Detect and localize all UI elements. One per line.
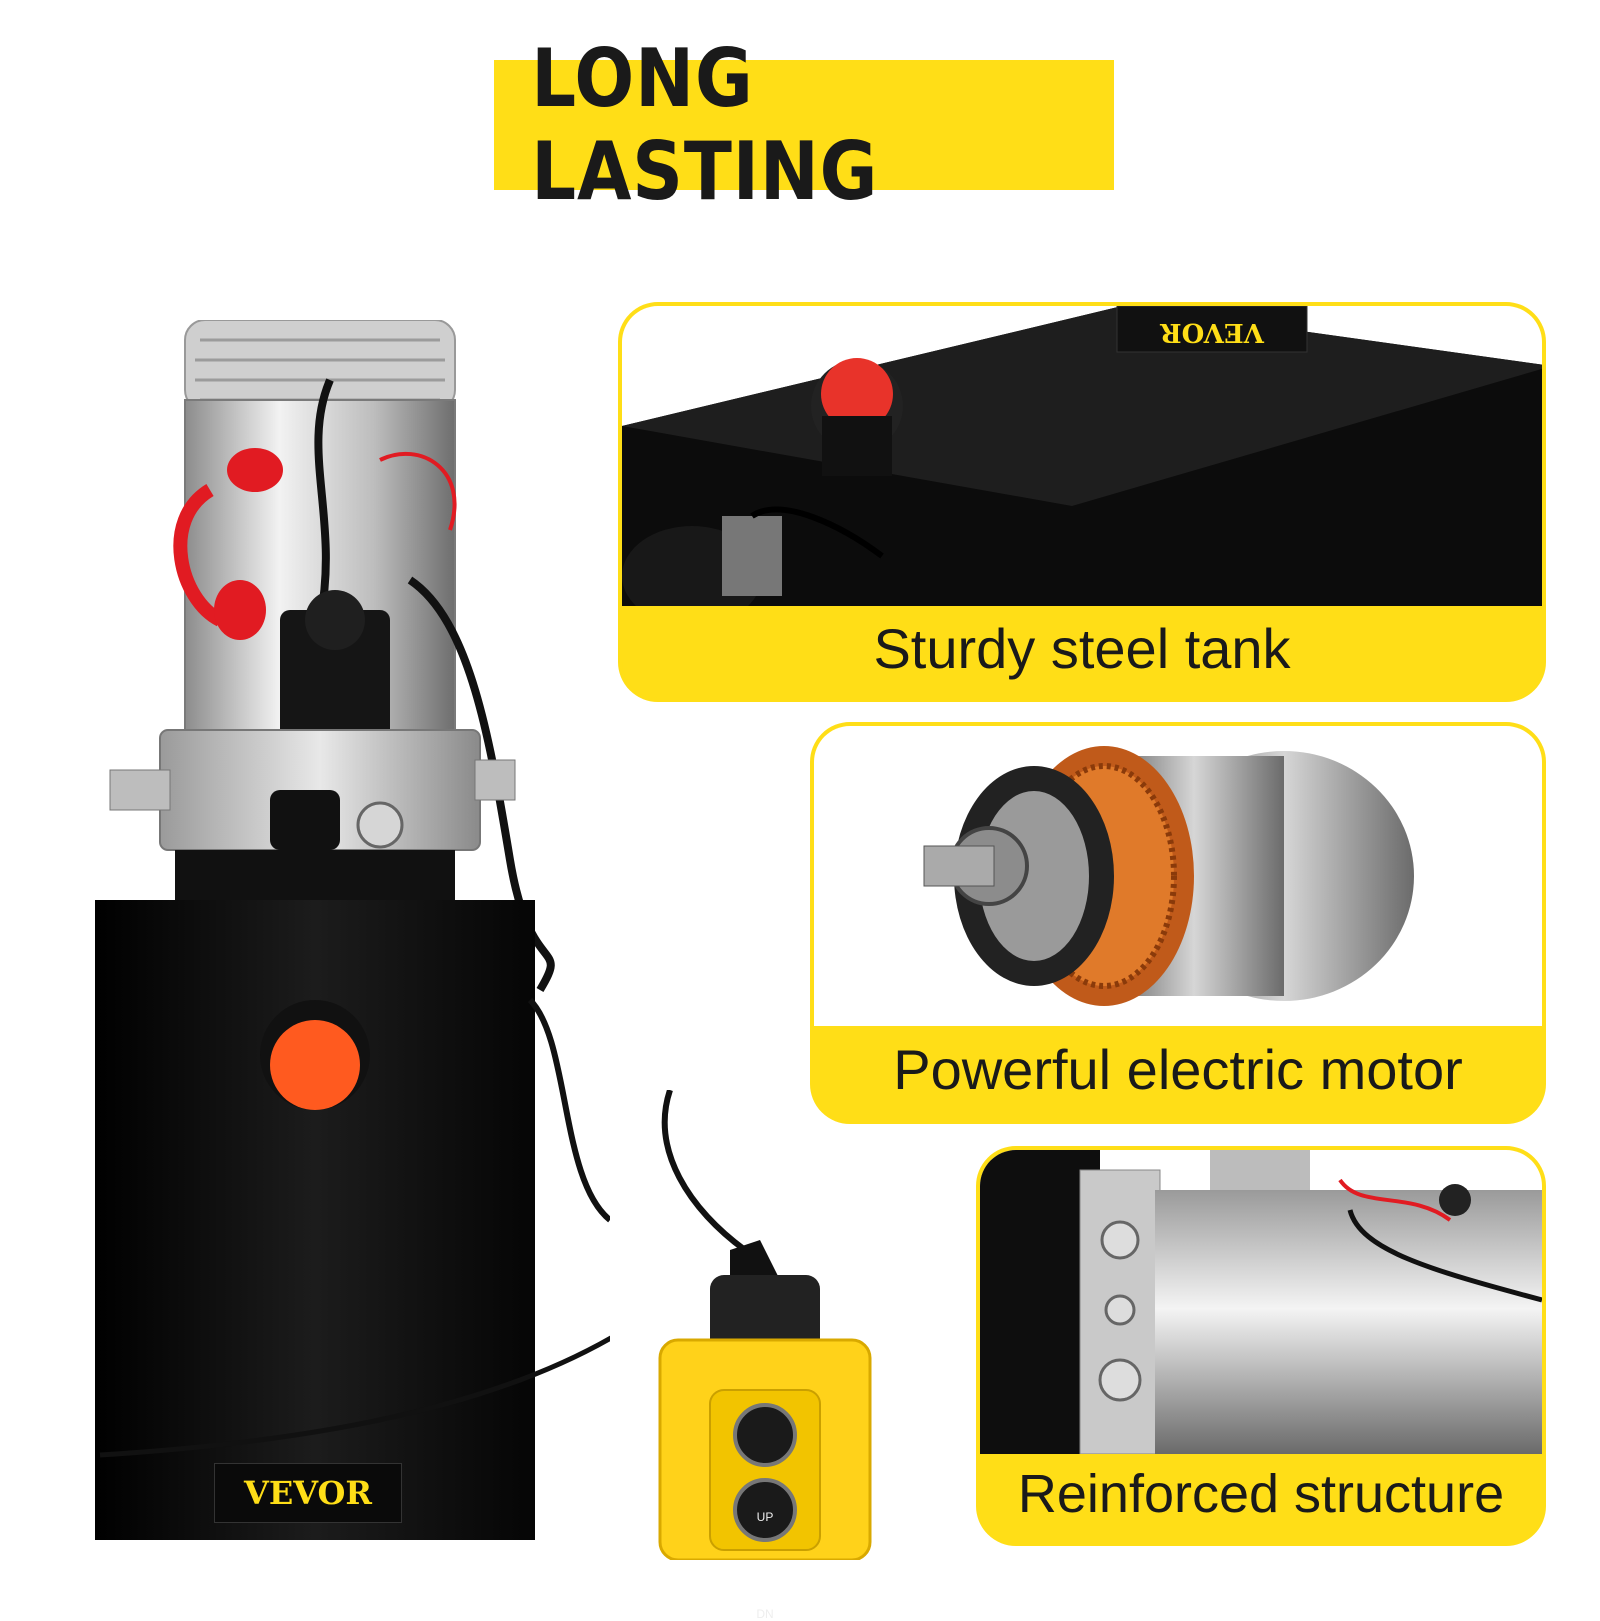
down-button	[733, 1478, 797, 1542]
feature-card-structure: Reinforced structure	[976, 1146, 1546, 1546]
pump-illustration	[95, 320, 610, 1540]
solenoid	[280, 610, 390, 740]
terminal-cap-red	[214, 580, 266, 640]
tank-closeup-photo: VEVOR	[622, 306, 1542, 606]
tank-brand-label: VEVOR	[214, 1463, 402, 1523]
feature-card-tank: VEVOR Sturdy steel tank	[618, 302, 1546, 702]
terminal-cap-red	[227, 448, 283, 492]
hydraulic-pump-unit: VEVOR	[90, 320, 610, 1560]
title-banner: LONG LASTING	[494, 32, 1114, 218]
oil-tank	[95, 900, 535, 1540]
motor-end-cap	[184, 320, 456, 411]
tank-brand-text: VEVOR	[244, 1474, 372, 1512]
structure-closeup-photo	[980, 1150, 1542, 1454]
remote-illustration	[658, 1090, 872, 1560]
up-button	[733, 1403, 797, 1467]
feature-card-motor: Powerful electric motor	[810, 722, 1546, 1124]
motor-armature-photo	[814, 726, 1542, 1026]
remote-up-label: UP	[756, 1510, 774, 1524]
remote-down-label: DN	[756, 1607, 774, 1621]
tank-brand-mark-text: VEVOR	[1160, 317, 1264, 347]
remote-controller: UP DN	[650, 1090, 880, 1621]
feature-caption: Reinforced structure	[1017, 1464, 1505, 1524]
tank-brand-mark: VEVOR	[1117, 312, 1307, 352]
banner-title: LONG LASTING	[531, 32, 879, 218]
feature-caption: Powerful electric motor	[893, 1037, 1463, 1101]
feature-caption: Sturdy steel tank	[873, 616, 1291, 680]
